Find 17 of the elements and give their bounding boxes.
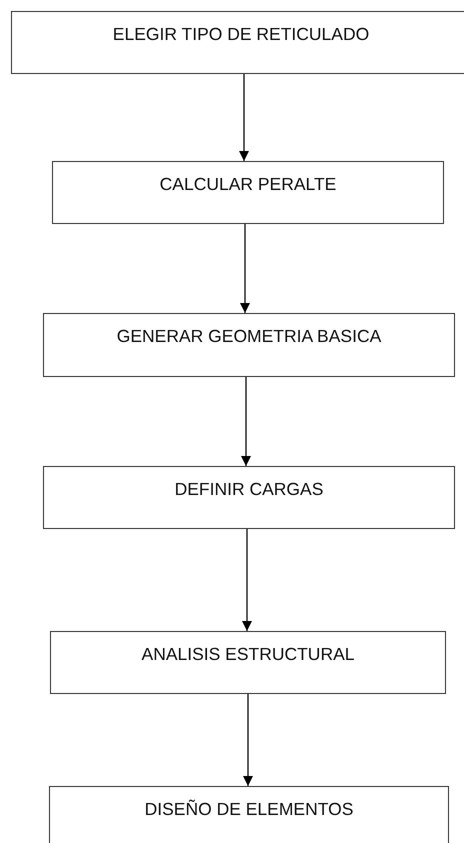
arrow (242, 529, 252, 631)
arrow (243, 694, 253, 786)
box-label: CALCULAR PERALTE (160, 174, 336, 195)
process-box (43, 466, 455, 529)
process-box (50, 631, 446, 694)
arrow (240, 224, 250, 313)
box-label: DISEÑO DE ELEMENTOS (144, 799, 354, 820)
process-box (11, 11, 464, 74)
box-label: ANALISIS ESTRUCTURAL (142, 644, 354, 665)
box-label: GENERAR GEOMETRIA BASICA (116, 326, 382, 347)
process-box (43, 313, 455, 377)
arrow (241, 377, 251, 466)
process-box (52, 161, 444, 224)
process-box (49, 786, 449, 843)
box-label: DEFINIR CARGAS (174, 479, 324, 500)
arrow (239, 74, 249, 161)
box-label: ELEGIR TIPO DE RETICULADO (112, 24, 370, 45)
